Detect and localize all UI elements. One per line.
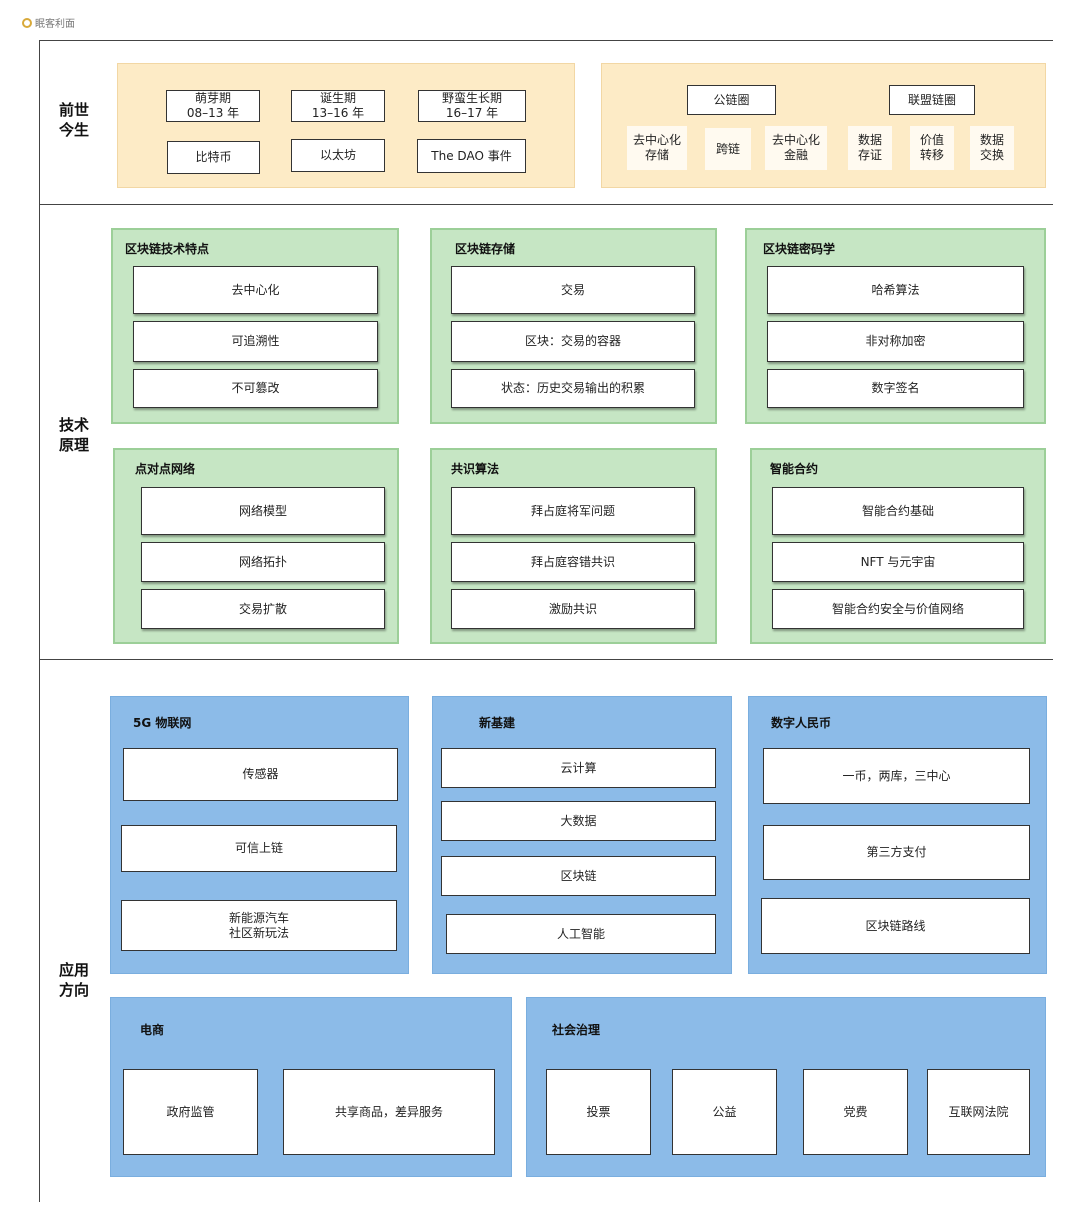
logo-icon bbox=[22, 17, 32, 28]
event-box: The DAO 事件 bbox=[417, 139, 526, 173]
divider-history-tech bbox=[39, 204, 1053, 205]
tech-item: 非对称加密 bbox=[767, 321, 1024, 362]
feature-box: 价值 转移 bbox=[910, 126, 954, 170]
tech-panel-title: 区块链存储 bbox=[455, 242, 516, 256]
tech-item: 不可篡改 bbox=[133, 369, 378, 408]
tech-item: 数字签名 bbox=[767, 369, 1024, 408]
app-item: 大数据 bbox=[441, 801, 716, 841]
app-item: 政府监管 bbox=[123, 1069, 258, 1155]
app-item: 党费 bbox=[803, 1069, 908, 1155]
app-item: 云计算 bbox=[441, 748, 716, 788]
feature-box: 数据 存证 bbox=[848, 126, 892, 170]
app-panel-title: 5G 物联网 bbox=[133, 716, 192, 730]
tech-item: 状态：历史交易输出的积累 bbox=[451, 369, 695, 408]
tech-panel-title: 区块链技术特点 bbox=[125, 242, 210, 256]
event-box: 比特币 bbox=[167, 141, 260, 174]
tech-item: 哈希算法 bbox=[767, 266, 1024, 314]
period-box: 萌芽期 08–13 年 bbox=[166, 90, 260, 122]
app-item: 人工智能 bbox=[446, 914, 716, 954]
period-box: 野蛮生长期 16–17 年 bbox=[418, 90, 526, 122]
app-item: 可信上链 bbox=[121, 825, 397, 872]
tech-item: 网络拓扑 bbox=[141, 542, 385, 582]
app-item: 新能源汽车 社区新玩法 bbox=[121, 900, 397, 951]
tech-panel-title: 点对点网络 bbox=[135, 462, 196, 476]
feature-box: 去中心化 存储 bbox=[627, 126, 687, 170]
section-label-tech: 技术 原理 bbox=[59, 416, 90, 454]
tech-item: 去中心化 bbox=[133, 266, 378, 314]
app-item: 公益 bbox=[672, 1069, 777, 1155]
app-panel-title: 数字人民币 bbox=[771, 716, 832, 730]
app-item: 第三方支付 bbox=[763, 825, 1030, 880]
tech-item: NFT 与元宇宙 bbox=[772, 542, 1024, 582]
app-item: 区块链 bbox=[441, 856, 716, 896]
frame-top-line bbox=[39, 40, 1053, 41]
watermark-logo: 眠客利面 bbox=[22, 15, 75, 30]
tech-panel-title: 区块链密码学 bbox=[763, 242, 836, 256]
feature-box: 数据 交换 bbox=[970, 126, 1014, 170]
tech-panel-title: 共识算法 bbox=[451, 462, 500, 476]
tech-item: 交易扩散 bbox=[141, 589, 385, 629]
feature-box: 去中心化 金融 bbox=[765, 126, 827, 170]
watermark-text: 眠客利面 bbox=[35, 19, 75, 30]
event-box: 以太坊 bbox=[291, 139, 385, 172]
app-panel-title: 新基建 bbox=[479, 716, 516, 730]
tech-item: 智能合约基础 bbox=[772, 487, 1024, 535]
tech-item: 交易 bbox=[451, 266, 695, 314]
tech-item: 区块：交易的容器 bbox=[451, 321, 695, 362]
frame-left-line bbox=[39, 40, 40, 1202]
app-item: 投票 bbox=[546, 1069, 651, 1155]
tech-item: 拜占庭将军问题 bbox=[451, 487, 695, 535]
app-panel-title: 电商 bbox=[140, 1023, 165, 1037]
section-label-history: 前世 今生 bbox=[59, 101, 90, 139]
chain-box: 联盟链圈 bbox=[889, 85, 975, 115]
tech-panel-title: 智能合约 bbox=[770, 462, 819, 476]
app-item: 共享商品，差异服务 bbox=[283, 1069, 495, 1155]
feature-box: 跨链 bbox=[705, 128, 751, 170]
tech-item: 拜占庭容错共识 bbox=[451, 542, 695, 582]
app-item: 一币，两库，三中心 bbox=[763, 748, 1030, 804]
app-item: 区块链路线 bbox=[761, 898, 1030, 954]
tech-item: 网络模型 bbox=[141, 487, 385, 535]
app-item: 互联网法院 bbox=[927, 1069, 1030, 1155]
app-item: 传感器 bbox=[123, 748, 398, 801]
section-label-apps: 应用 方向 bbox=[59, 961, 90, 999]
divider-tech-apps bbox=[39, 659, 1053, 660]
chain-box: 公链圈 bbox=[687, 85, 776, 115]
tech-item: 可追溯性 bbox=[133, 321, 378, 362]
period-box: 诞生期 13–16 年 bbox=[291, 90, 385, 122]
app-panel-title: 社会治理 bbox=[552, 1023, 601, 1037]
tech-item: 智能合约安全与价值网络 bbox=[772, 589, 1024, 629]
tech-item: 激励共识 bbox=[451, 589, 695, 629]
